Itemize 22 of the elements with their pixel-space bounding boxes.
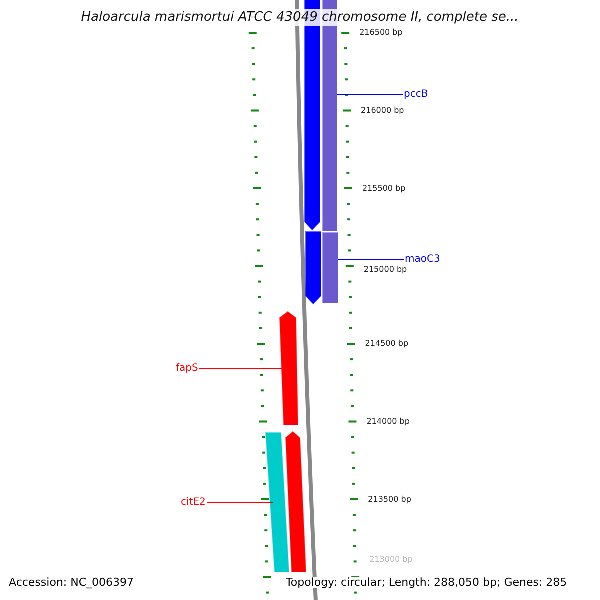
gene-block xyxy=(285,431,307,572)
leader-line xyxy=(198,368,282,370)
gene-label: fapS xyxy=(176,364,198,374)
position-label: 216000 bp xyxy=(361,106,404,115)
gene-label: pccB xyxy=(404,90,428,100)
summary-text: Topology: circular; Length: 288,050 bp; Genes: 285 xyxy=(286,577,568,588)
gene-block xyxy=(306,232,322,305)
gene-block xyxy=(322,232,338,304)
position-label: 214500 bp xyxy=(365,340,409,348)
leader-line xyxy=(336,94,404,96)
leader-line xyxy=(206,502,274,504)
position-label: 213000 bp xyxy=(370,556,413,564)
position-label: 214000 bp xyxy=(366,418,410,426)
position-label: 215500 bp xyxy=(362,184,406,192)
position-label: 216500 bp xyxy=(360,29,403,37)
gene-block xyxy=(280,311,298,426)
accession-text: Accession: NC_006397 xyxy=(9,577,134,588)
position-label: 215000 bp xyxy=(364,266,408,274)
gene-label: citE2 xyxy=(181,498,206,508)
gene-block xyxy=(265,432,290,572)
gene-label: maoC3 xyxy=(405,255,440,265)
position-label: 213500 bp xyxy=(368,496,412,504)
